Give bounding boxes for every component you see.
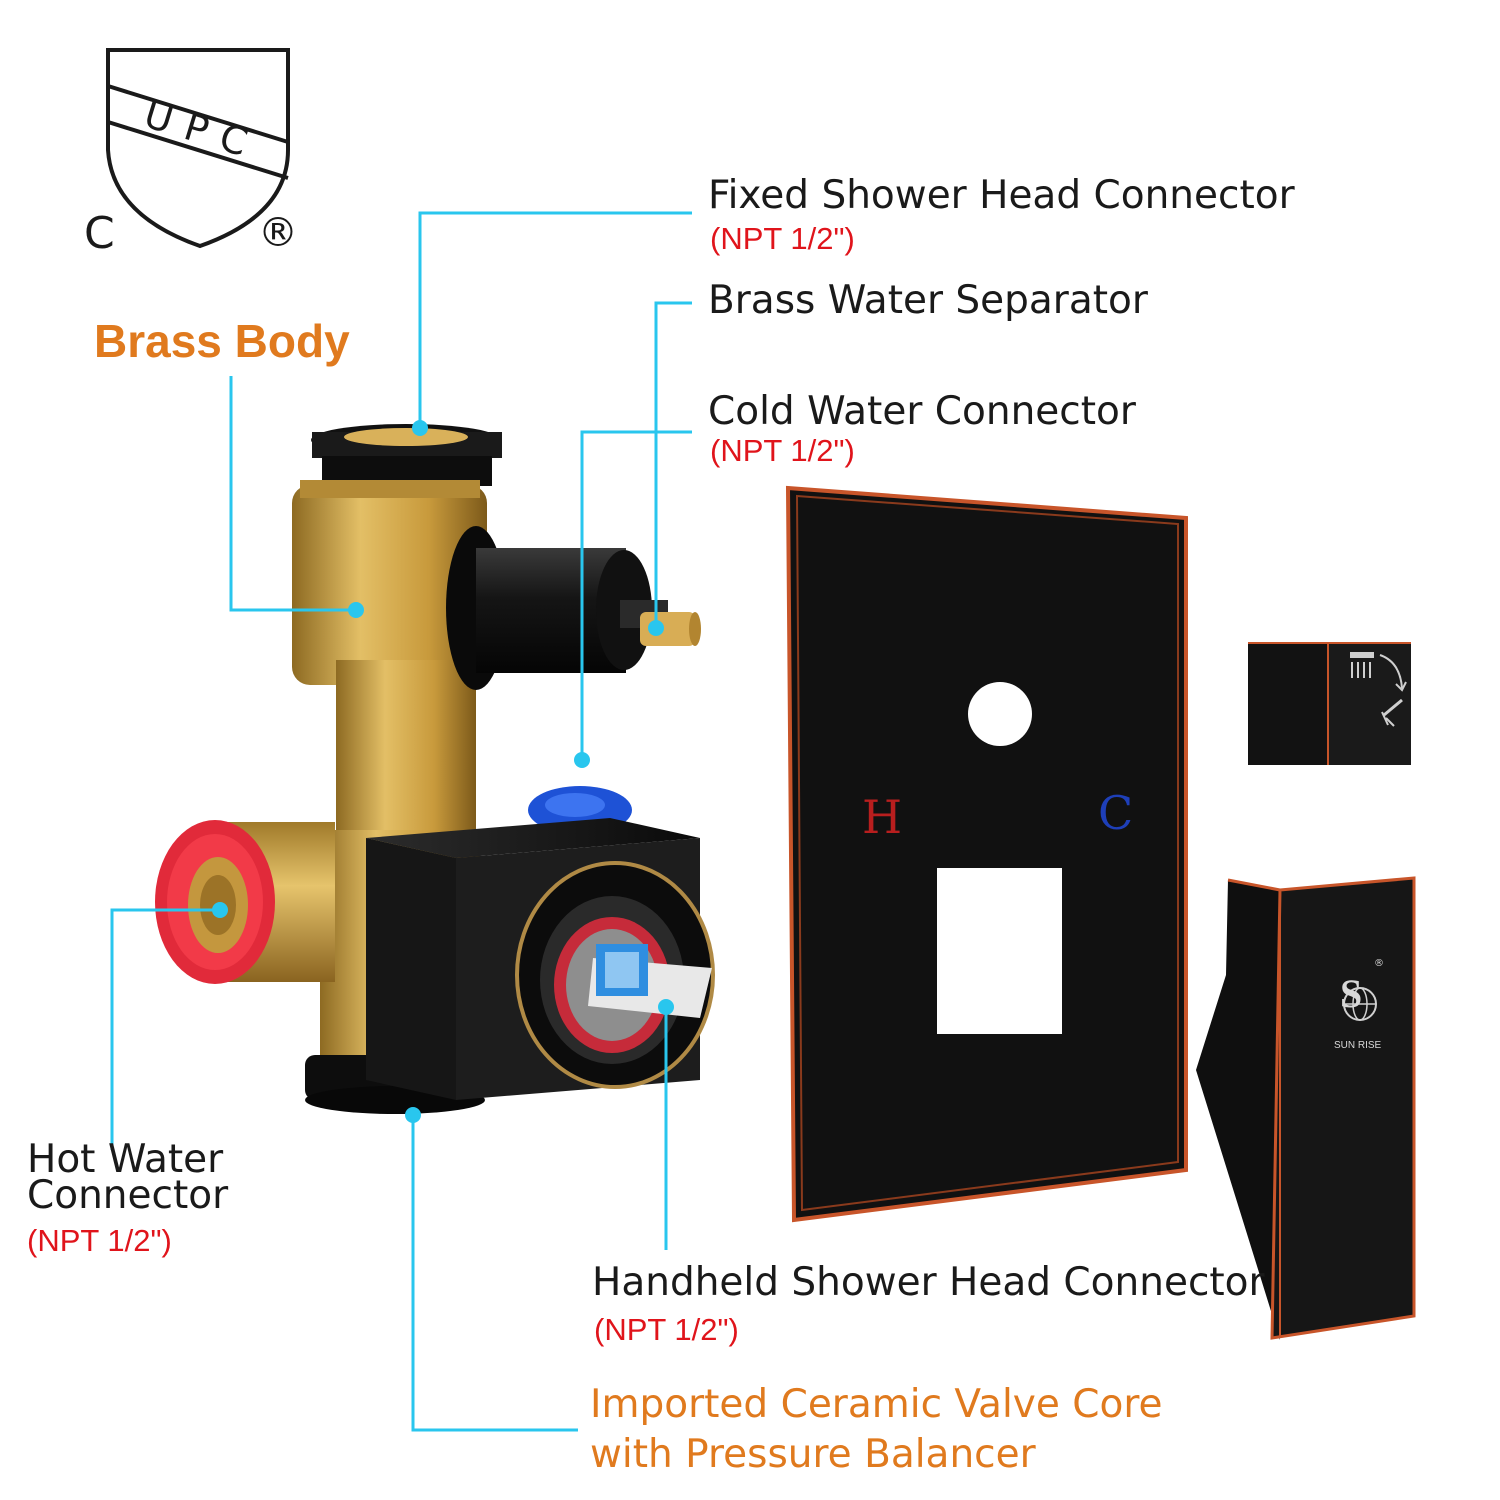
- brand-name: SUN RISE: [1334, 1040, 1382, 1051]
- brass-body-label: Brass Body: [94, 315, 350, 367]
- cold-water-connector-spec: (NPT 1/2"): [710, 433, 855, 468]
- fixed-head-connector-spec: (NPT 1/2"): [710, 221, 855, 256]
- hot-water-connector-label-line1: Hot Water: [27, 1137, 224, 1182]
- diverter-indicator-block: [1248, 642, 1411, 765]
- leader-lines: [110, 211, 692, 1432]
- hot-water-connector-label-line2: Connector: [27, 1173, 229, 1218]
- hot-indicator-letter: H: [862, 790, 903, 844]
- hot-water-connector-spec: (NPT 1/2"): [27, 1223, 172, 1258]
- lever-handle: [1196, 876, 1416, 1340]
- brand-logo-letter: S: [1340, 971, 1363, 1016]
- registered-mark-icon: ®: [258, 210, 298, 256]
- trim-plate: [785, 485, 1188, 1223]
- valve-core-label-line2: with Pressure Balancer: [590, 1432, 1036, 1477]
- valve-body: [155, 424, 715, 1114]
- brand-registered-mark: ®: [1374, 958, 1384, 969]
- cold-indicator-letter: C: [1098, 786, 1134, 840]
- handheld-head-connector-label: Handheld Shower Head Connector: [592, 1260, 1265, 1305]
- leader-dots: [212, 420, 674, 1123]
- handheld-head-connector-spec: (NPT 1/2"): [594, 1312, 739, 1347]
- valve-core-label-line1: Imported Ceramic Valve Core: [590, 1382, 1163, 1427]
- cold-water-connector-label: Cold Water Connector: [708, 389, 1136, 434]
- fixed-head-connector-label: Fixed Shower Head Connector: [708, 173, 1295, 218]
- upc-certification-logo: [106, 48, 290, 249]
- upc-letter-c: C: [84, 208, 115, 259]
- water-separator-label: Brass Water Separator: [708, 278, 1148, 323]
